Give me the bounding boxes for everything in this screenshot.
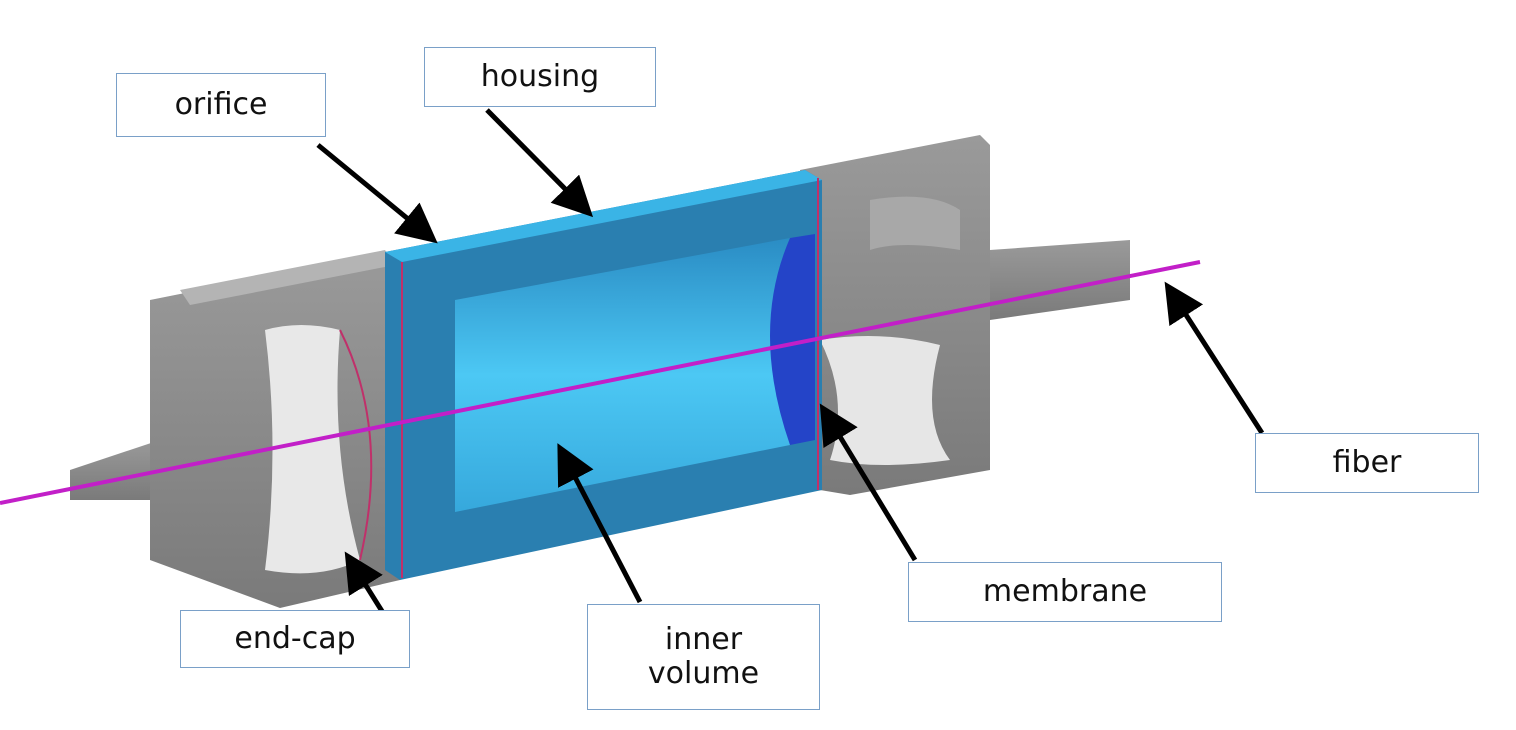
right-end-cap (800, 135, 1130, 495)
label-orifice: orifice (116, 73, 326, 137)
arrow-inner-volume (557, 443, 643, 604)
housing-body (385, 170, 822, 580)
label-fiber: fiber (1255, 433, 1479, 493)
label-housing: housing (424, 47, 656, 107)
label-end-cap: end-cap (180, 610, 410, 668)
label-membrane: membrane (908, 562, 1222, 622)
arrow-membrane (819, 403, 918, 562)
pointer-arrows (316, 108, 1265, 634)
arrow-housing (485, 108, 594, 218)
arrow-fiber (1164, 281, 1265, 435)
left-end-cap (70, 250, 400, 608)
arrow-orifice (316, 143, 438, 244)
membrane-region (770, 234, 815, 445)
inner-volume-region (455, 238, 790, 512)
fiber-line (0, 260, 1201, 505)
label-inner-volume: inner volume (587, 604, 820, 710)
